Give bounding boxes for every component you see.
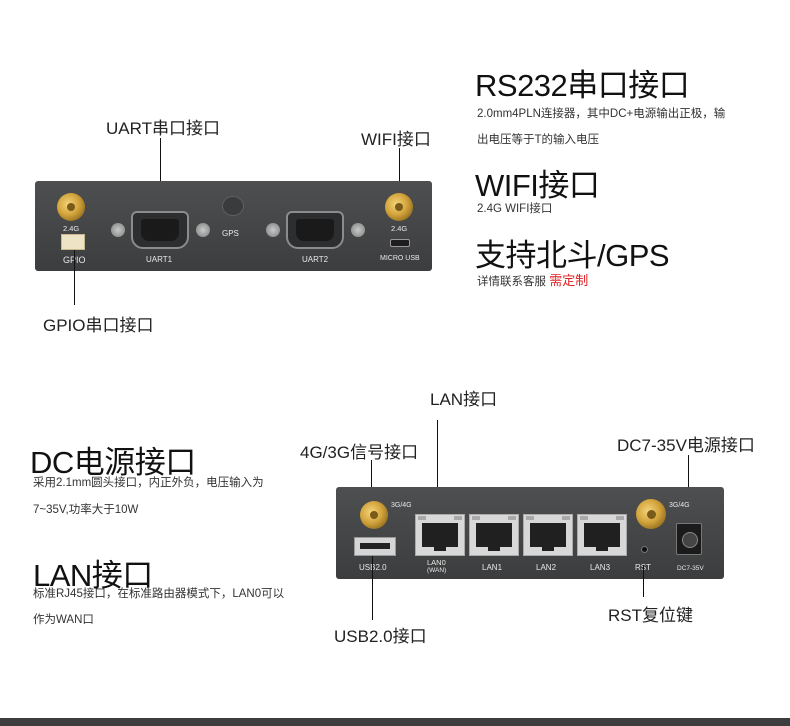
antenna-right-label: 2.4G xyxy=(391,224,408,233)
antenna-4g-left-label: 3G/4G xyxy=(391,502,412,509)
gps-label: GPS xyxy=(222,229,239,238)
micro-usb-label: MICRO USB xyxy=(380,255,420,262)
usb-pointer-line xyxy=(372,556,373,620)
antenna-4g-left xyxy=(360,501,388,529)
dc-desc-line2: 7~35V,功率大于10W xyxy=(33,504,139,516)
uart2-screw-right xyxy=(351,223,365,237)
lan-title: LAN接口 xyxy=(33,558,153,593)
bottom-device-panel: 3G/4G USB2.0 LAN0 (WAN) LAN1 LAN2 LAN3 3… xyxy=(336,487,724,579)
micro-usb-port xyxy=(390,239,410,247)
gps-button xyxy=(223,197,243,215)
wifi-pointer-line xyxy=(399,148,400,192)
dc-pointer-line xyxy=(688,455,689,511)
uart-label: UART串口接口 xyxy=(106,119,220,138)
antenna-left-label: 2.4G xyxy=(63,224,80,233)
uart1-screw-left xyxy=(111,223,125,237)
lan2-port xyxy=(523,514,573,556)
bottom-strip xyxy=(0,718,790,726)
gps-contact-text: 详情联系客服 xyxy=(477,276,546,288)
usb-port xyxy=(354,537,396,556)
antenna-4g-right-label: 3G/4G xyxy=(669,502,690,509)
uart1-label: UART1 xyxy=(146,255,173,264)
rs232-desc-line1: 2.0mm4PLN连接器，其中DC+电源输出正极，输 xyxy=(477,108,726,120)
dc-device-label: DC7-35V xyxy=(677,565,704,572)
lan1-label: LAN1 xyxy=(482,563,503,572)
lan0-label: LAN0 xyxy=(427,558,446,567)
lan0-port xyxy=(415,514,465,556)
lan-desc-line2: 作为WAN口 xyxy=(33,614,94,626)
uart1-connector xyxy=(131,211,189,249)
signal-4g3g-label: 4G/3G信号接口 xyxy=(300,443,419,462)
wifi-title: WIFI接口 xyxy=(475,168,600,203)
rst-button xyxy=(641,546,648,553)
gps-custom-text: 需定制 xyxy=(549,273,589,288)
gpio-label: GPIO串口接口 xyxy=(43,316,154,335)
wifi-desc: 2.4G WIFI接口 xyxy=(477,203,553,215)
dc-jack xyxy=(676,523,702,555)
lan-desc-line1: 标准RJ45接口，在标准路由器模式下，LAN0可以 xyxy=(33,588,285,600)
lan-pointer-line xyxy=(437,420,438,510)
wan-label: (WAN) xyxy=(427,567,447,574)
top-device-panel: 2.4G GPIO UART1 GPS UART2 2.4G MICRO USB xyxy=(35,181,432,271)
gpio-header xyxy=(61,234,85,250)
lan3-label: LAN3 xyxy=(590,563,611,572)
lan1-port xyxy=(469,514,519,556)
dc-title: DC电源接口 xyxy=(30,445,196,480)
lan-port-label: LAN接口 xyxy=(430,390,498,409)
rs232-desc-line2: 出电压等于T的输入电压 xyxy=(477,134,600,146)
signal-pointer-line xyxy=(371,460,372,510)
rst-pointer-line xyxy=(643,565,644,597)
antenna-connector-right xyxy=(385,193,413,221)
gps-desc: 详情联系客服 需定制 xyxy=(477,268,588,295)
gpio-pointer-line xyxy=(74,250,75,305)
uart-pointer-line xyxy=(160,138,161,212)
uart2-screw-left xyxy=(266,223,280,237)
usb-label: USB2.0接口 xyxy=(334,627,427,646)
antenna-connector-left xyxy=(57,193,85,221)
wifi-label: WIFI接口 xyxy=(361,130,431,149)
rs232-title: RS232串口接口 xyxy=(475,68,690,103)
uart1-screw-right xyxy=(196,223,210,237)
dc-desc-line1: 采用2.1mm圆头接口，内正外负，电压输入为 xyxy=(33,477,264,489)
dc-port-label: DC7-35V电源接口 xyxy=(617,436,755,455)
lan2-label: LAN2 xyxy=(536,563,557,572)
lan3-port xyxy=(577,514,627,556)
antenna-4g-right xyxy=(636,499,666,529)
gps-title: 支持北斗/GPS xyxy=(475,238,670,273)
uart2-label: UART2 xyxy=(302,255,329,264)
uart2-connector xyxy=(286,211,344,249)
rst-label: RST复位键 xyxy=(608,606,693,625)
